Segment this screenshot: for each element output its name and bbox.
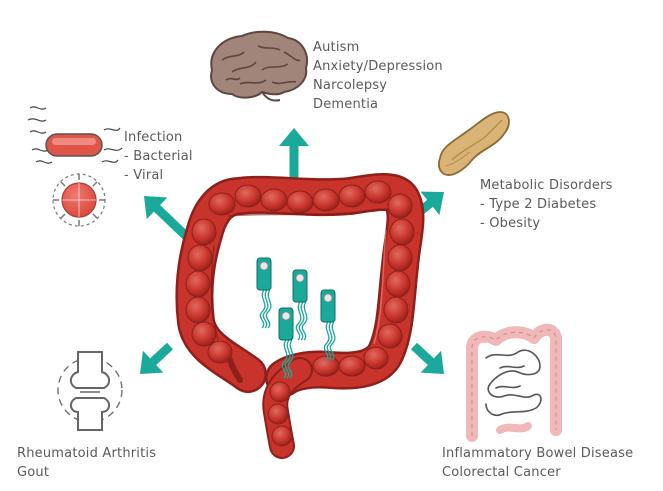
label-line: Metabolic Disorders xyxy=(480,178,613,193)
label-line: - Bacterial xyxy=(124,149,193,164)
label-line: Gout xyxy=(17,465,50,480)
colon-haustra xyxy=(185,180,415,447)
colon-segment xyxy=(387,244,413,272)
brain-icon xyxy=(210,30,308,102)
bowel-disease-label: Inflammatory Bowel Disease Colorectal Ca… xyxy=(442,444,633,482)
joint-disorders-label: Rheumatoid Arthritis Gout xyxy=(17,444,156,482)
intestine-icon xyxy=(466,323,562,442)
label-line: Dementia xyxy=(313,97,379,112)
label-line: Narcolepsy xyxy=(313,78,388,93)
label-line: - Obesity xyxy=(480,216,541,231)
colon-segment xyxy=(185,270,211,298)
label-line: - Type 2 Diabetes xyxy=(480,197,597,212)
colon-segment xyxy=(187,244,213,272)
colon-segment xyxy=(364,180,392,204)
gut-bacteria-icon xyxy=(256,257,336,379)
colon-segment xyxy=(271,425,293,447)
colon-segment xyxy=(234,184,262,208)
colon-segment xyxy=(338,184,366,208)
colon-segment xyxy=(387,193,413,219)
colon-segment xyxy=(191,218,217,246)
label-line: Autism xyxy=(313,40,360,55)
metabolic-disorders-label: Metabolic Disorders - Type 2 Diabetes - … xyxy=(480,176,613,233)
gut-bacterium xyxy=(320,289,336,361)
arrow-up xyxy=(279,128,309,182)
colon-segment xyxy=(207,340,233,364)
label-line: Inflammatory Bowel Disease xyxy=(442,446,634,461)
colon-segment xyxy=(260,188,288,212)
label-line: Anxiety/Depression xyxy=(313,59,443,74)
colon-segment xyxy=(286,190,314,214)
arrow-lower-left xyxy=(140,342,174,374)
gut-bacterium xyxy=(278,307,294,379)
colon-icon xyxy=(175,173,425,459)
pancreas-icon xyxy=(437,111,510,176)
gut-bacterium xyxy=(292,269,308,341)
colon-segment xyxy=(385,270,411,298)
colon-segment xyxy=(338,355,366,377)
arrow-upper-left xyxy=(144,196,190,240)
colon-segment xyxy=(312,188,340,212)
label-line: Infection xyxy=(124,130,183,145)
colon-segment xyxy=(389,218,415,246)
infection-label: Infection - Bacterial - Viral xyxy=(124,128,193,185)
knee-joint-icon xyxy=(57,351,123,431)
virus-icon xyxy=(52,173,106,227)
label-line: Rheumatoid Arthritis xyxy=(17,446,157,461)
colon-segment xyxy=(208,192,236,216)
brain-disorders-label: Autism Anxiety/Depression Narcolepsy Dem… xyxy=(313,38,443,114)
label-line: - Viral xyxy=(124,168,164,183)
colon-segment xyxy=(185,296,211,324)
gut-bacterium xyxy=(256,257,272,329)
colon-segment xyxy=(267,403,289,425)
colon-segment xyxy=(377,323,403,349)
bacterium-icon xyxy=(27,106,123,164)
colon-segment xyxy=(383,296,409,324)
colon-segment xyxy=(312,355,340,377)
colon-segment xyxy=(269,381,291,403)
colon-segment xyxy=(191,321,217,347)
arrow-lower-right xyxy=(410,342,444,374)
label-line: Colorectal Cancer xyxy=(442,465,561,480)
colon-segment xyxy=(363,346,389,370)
